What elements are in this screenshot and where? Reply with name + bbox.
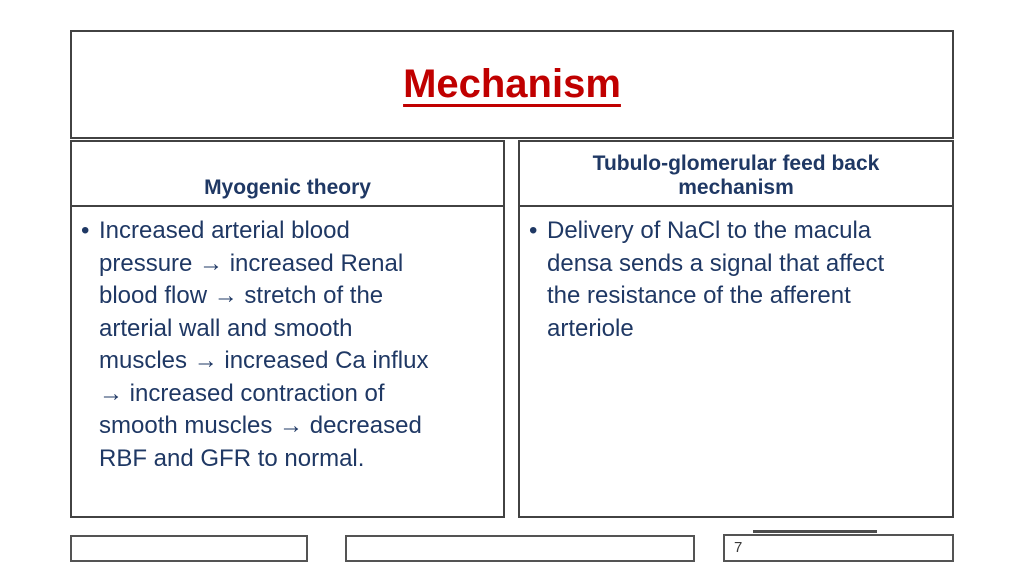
myogenic-theory-panel: Myogenic theory • Increased arterial blo… xyxy=(70,140,505,518)
bullet-item: • Increased arterial blood pressure → in… xyxy=(81,215,497,475)
slide-title: Mechanism xyxy=(403,62,621,106)
page-number-box: 7 xyxy=(723,534,954,562)
divider-line xyxy=(753,530,877,533)
myogenic-theory-text: Increased arterial blood pressure → incr… xyxy=(99,217,429,472)
bullet-marker: • xyxy=(529,217,538,244)
title-box: Mechanism xyxy=(70,30,954,139)
tubulo-glomerular-panel: Tubulo-glomerular feed back mechanism • … xyxy=(518,140,954,518)
footer-placeholder-center xyxy=(345,535,695,562)
footer-placeholder-left xyxy=(70,535,308,562)
myogenic-theory-header: Myogenic theory xyxy=(72,142,503,207)
tubulo-glomerular-header: Tubulo-glomerular feed back mechanism xyxy=(520,142,952,207)
page-number: 7 xyxy=(734,539,743,556)
tubulo-glomerular-header-text: Tubulo-glomerular feed back mechanism xyxy=(592,152,880,199)
tubulo-glomerular-text: Delivery of NaCl to the macula densa sen… xyxy=(547,217,885,342)
myogenic-theory-body: • Increased arterial blood pressure → in… xyxy=(72,207,503,475)
bullet-marker: • xyxy=(81,217,90,244)
bullet-item: • Delivery of NaCl to the macula densa s… xyxy=(529,215,946,345)
myogenic-theory-header-text: Myogenic theory xyxy=(204,176,371,199)
tubulo-glomerular-body: • Delivery of NaCl to the macula densa s… xyxy=(520,207,952,345)
